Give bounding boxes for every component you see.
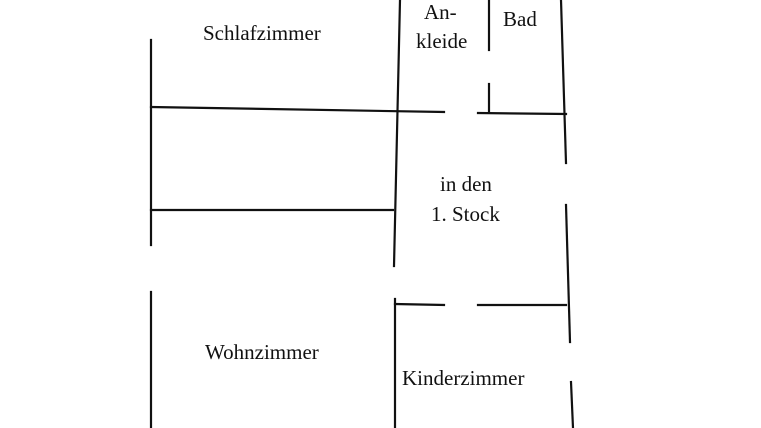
wall-right-lower: [569, 380, 575, 428]
label-schlafzimmer: Schlafzimmer: [203, 21, 321, 45]
label-bad: Bad: [503, 7, 537, 31]
walls: [149, 0, 575, 428]
wall-bath-bottom: [476, 111, 568, 116]
wall-right-upper: [559, 0, 568, 165]
wall-center-vertical: [392, 0, 402, 268]
wall-right-middle: [564, 203, 572, 344]
label-stair-line1: in den: [440, 172, 492, 196]
wall-bedroom-bottom: [149, 105, 446, 114]
label-ankleide-line2: kleide: [416, 29, 467, 53]
label-kinderzimmer: Kinderzimmer: [402, 366, 524, 390]
label-wohnzimmer: Wohnzimmer: [205, 340, 319, 364]
label-stair-line2: 1. Stock: [431, 202, 500, 226]
room-labels: Schlafzimmer An- kleide Bad in den 1. St…: [203, 0, 537, 390]
wall-kinderzimmer-top-left: [393, 302, 446, 307]
label-ankleide-line1: An-: [424, 0, 457, 24]
